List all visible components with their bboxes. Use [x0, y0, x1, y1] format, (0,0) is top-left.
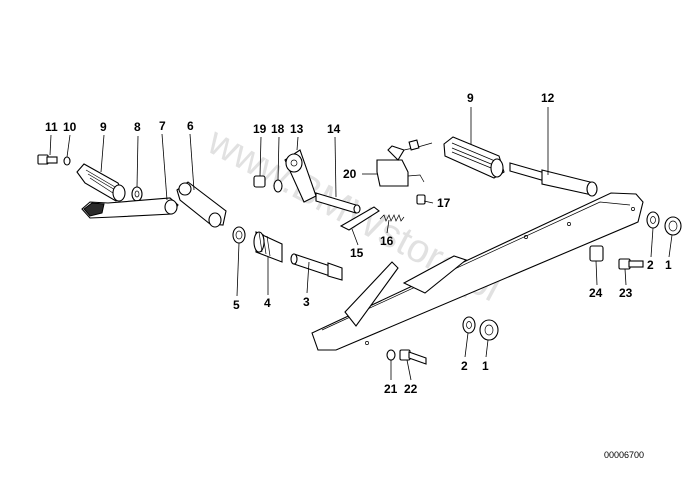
footrest-rubber-9-left [76, 163, 126, 202]
washer-18 [273, 179, 283, 193]
bushing-4 [253, 231, 283, 263]
bolt-22 [399, 349, 427, 365]
callout-7: 7 [159, 119, 166, 133]
callout-15: 15 [350, 246, 364, 260]
callout-2-right: 2 [647, 258, 654, 272]
callout-22: 22 [404, 382, 418, 396]
callout-12: 12 [541, 91, 555, 105]
footrest-peg-12 [509, 162, 598, 197]
reference-number: 00006700 [604, 450, 644, 460]
callout-11: 11 [45, 120, 58, 134]
nut-17 [416, 194, 426, 205]
pivot-bolt-3 [290, 253, 343, 281]
switch-20 [376, 139, 433, 187]
washer-2-lower [462, 316, 476, 334]
bolt-23 [618, 258, 644, 270]
washer-2-right [646, 211, 660, 229]
nut-19 [253, 175, 266, 188]
callout-21: 21 [384, 382, 398, 396]
footrest-bracket-plate [311, 192, 644, 351]
nut-1-lower [479, 319, 499, 341]
callout-19: 19 [253, 122, 267, 136]
washer-21 [386, 349, 396, 361]
callout-20: 20 [343, 167, 357, 181]
callout-18: 18 [271, 122, 285, 136]
screw-11 [37, 154, 58, 165]
callout-16: 16 [380, 234, 394, 248]
callout-6: 6 [187, 119, 194, 133]
callout-9-right: 9 [467, 91, 474, 105]
callout-5: 5 [233, 298, 240, 312]
callout-1-right: 1 [665, 258, 672, 272]
callout-14: 14 [327, 122, 341, 136]
callout-23: 23 [619, 286, 633, 300]
callout-3: 3 [303, 295, 310, 309]
callout-8: 8 [134, 120, 141, 134]
callout-9-left: 9 [100, 120, 107, 134]
callout-4: 4 [264, 296, 271, 310]
callout-10: 10 [63, 120, 77, 134]
callout-1-lower: 1 [482, 359, 489, 373]
washer-10 [63, 156, 71, 166]
spring-16 [379, 214, 405, 222]
nut-1-right [664, 216, 682, 236]
footrest-rubber-9-right [443, 136, 505, 179]
clip-15 [339, 206, 380, 231]
callout-24: 24 [589, 286, 603, 300]
leader-lines [49, 107, 673, 381]
footrest-lever-7 [81, 197, 179, 219]
sleeve-24 [589, 245, 604, 262]
callout-17: 17 [437, 196, 451, 210]
washer-5 [232, 226, 246, 244]
callout-13: 13 [290, 122, 304, 136]
washer-8 [131, 186, 143, 202]
linkage-lever-6 [176, 181, 227, 228]
callout-2-lower: 2 [461, 359, 468, 373]
shaft-14 [315, 192, 361, 214]
